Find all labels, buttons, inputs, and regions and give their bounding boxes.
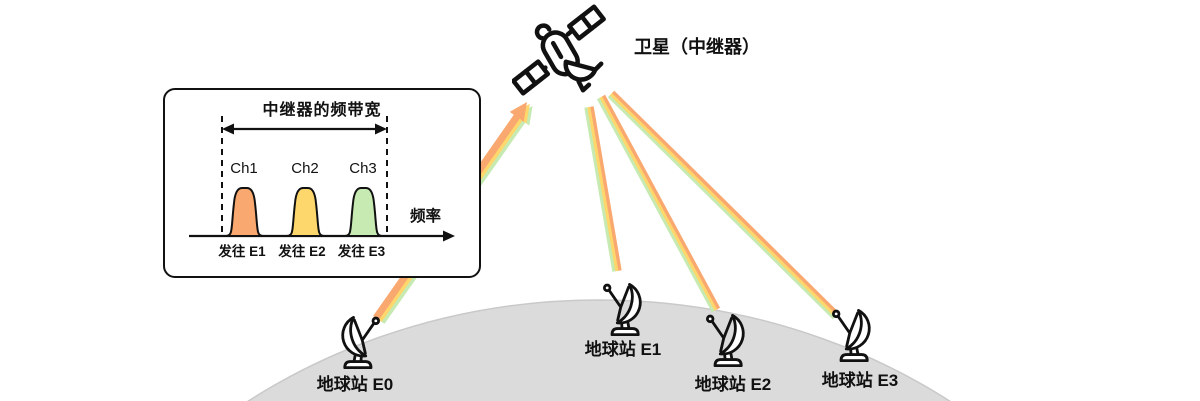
- frequency-axis-label: 频率: [410, 208, 442, 225]
- downlink-e1-stripe-green: [584, 107, 616, 272]
- channel-dest-e2: 发往 E2: [278, 244, 326, 259]
- frequency-plan-inset: 中继器的频带宽 Ch1 Ch2 Ch3 频率 发往 E1 发往 E2 发往 E3: [163, 88, 481, 278]
- downlink-beam-e2: [596, 94, 721, 313]
- downlink-e1-stripe-yellow: [587, 106, 619, 272]
- satellite-solar-panel-upper: [567, 4, 606, 41]
- earth-station-e1-icon: [598, 280, 654, 336]
- satellite-dish-nub: [576, 79, 592, 93]
- inset-title: 中继器的频带宽: [262, 102, 382, 119]
- earth-ellipse: [247, 299, 951, 401]
- channel-label-ch3: Ch3: [349, 160, 377, 177]
- downlink-e2-stripe-green: [596, 97, 715, 313]
- channel-label-ch1: Ch1: [230, 160, 258, 177]
- earth-station-e3-icon: [827, 306, 883, 362]
- earth-station-e2-label: 地球站 E2: [694, 375, 772, 394]
- channel-dest-e1: 发往 E1: [218, 244, 266, 259]
- channel-hump-ch2: [286, 187, 325, 237]
- downlink-e3-stripe-yellow: [609, 92, 838, 318]
- earth-station-e0-label: 地球站 E0: [316, 375, 394, 394]
- earth-station-e0-icon: [329, 313, 385, 369]
- satellite-label: 卫星（中继器）: [634, 37, 760, 57]
- downlink-e3-stripe-green: [607, 94, 836, 320]
- satellite-body-detail: [550, 40, 564, 60]
- channel-hump-ch1: [225, 187, 264, 237]
- satellite-antenna-hook: [534, 23, 552, 41]
- channel-label-ch2: Ch2: [291, 160, 319, 177]
- downlink-e3-stripe-orange: [611, 90, 840, 316]
- satellite-dish-arm: [593, 61, 604, 72]
- earth-station-e3-label: 地球站 E3: [821, 371, 899, 390]
- earth-station-e1-label: 地球站 E1: [584, 340, 662, 359]
- downlink-beam-e1: [584, 106, 622, 272]
- satellite-solar-panel-lower: [512, 59, 551, 96]
- downlink-e2-stripe-yellow: [599, 96, 718, 311]
- satellite-dish: [563, 59, 598, 82]
- downlink-beam-e3: [607, 90, 840, 320]
- earth-station-e2-icon: [701, 311, 757, 367]
- downlink-e2-stripe-orange: [602, 94, 721, 310]
- channel-hump-ch3: [344, 187, 383, 237]
- channel-dest-e3: 发往 E3: [337, 244, 386, 259]
- frequency-plan-shapes: [189, 116, 455, 242]
- downlink-e1-stripe-orange: [590, 106, 622, 271]
- bandwidth-arrow: [222, 123, 387, 135]
- satellite-icon: [512, 4, 606, 96]
